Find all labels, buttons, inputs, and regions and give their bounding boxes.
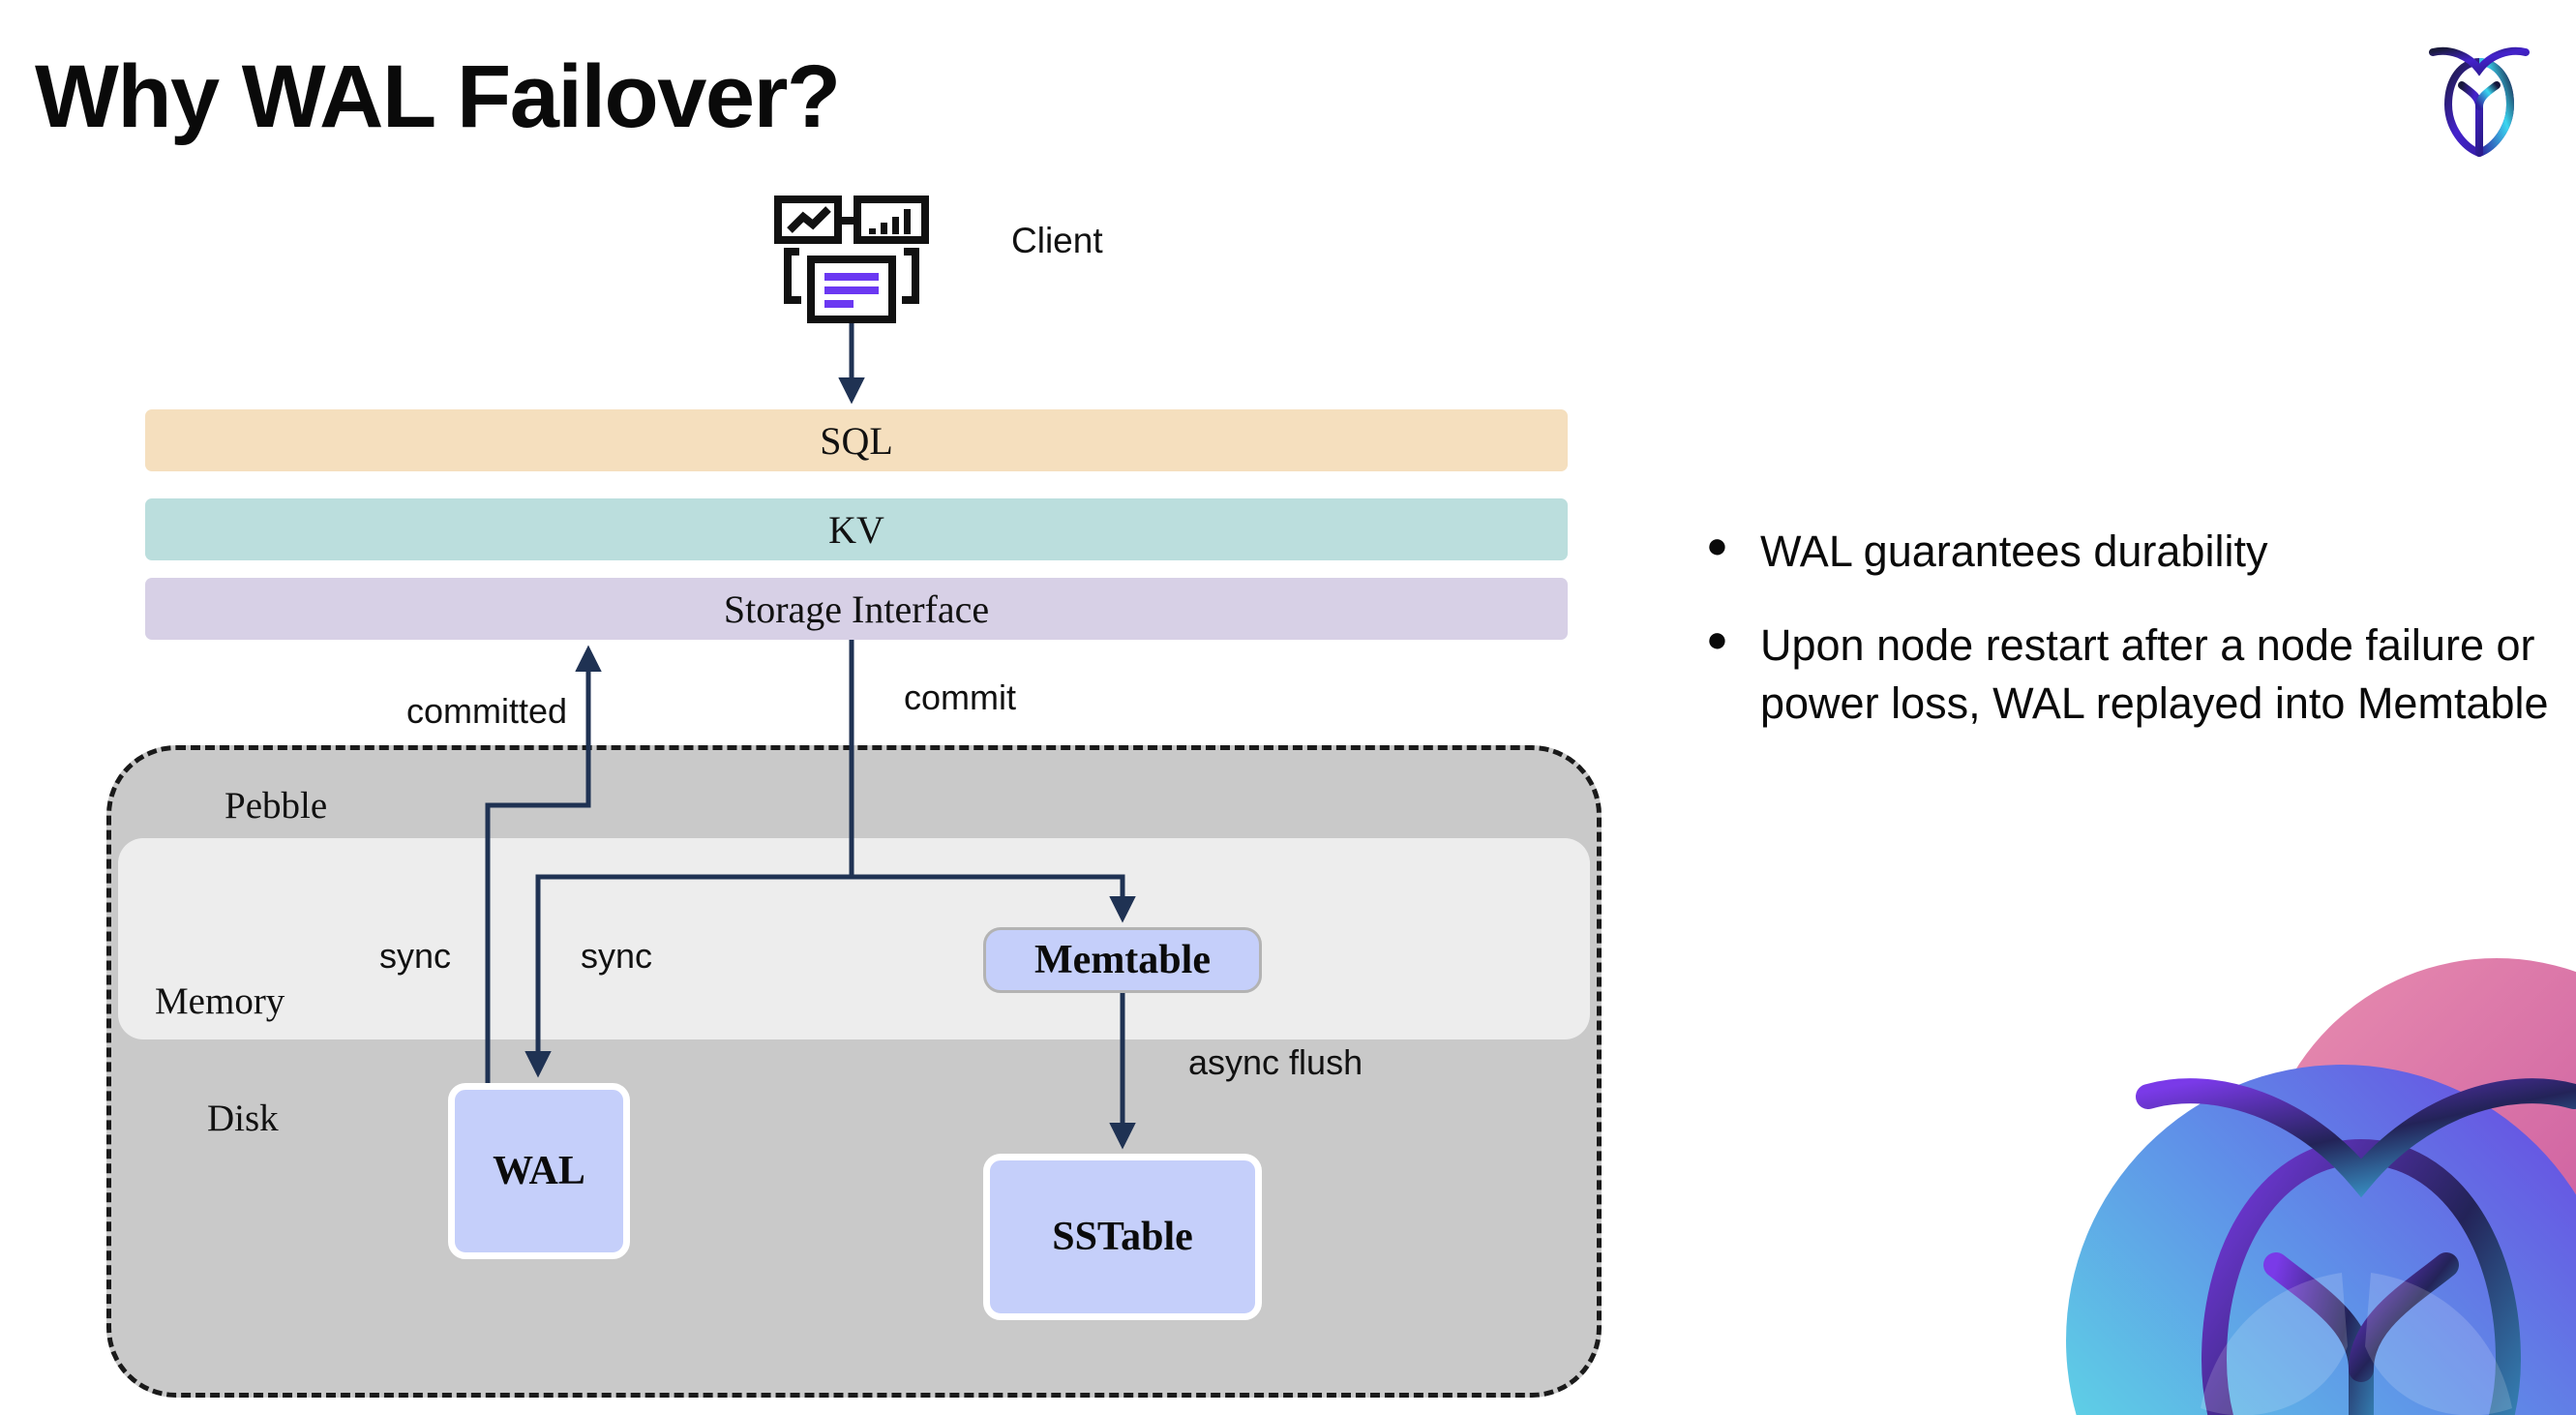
node-memtable[interactable]: Memtable — [983, 927, 1262, 993]
memory-label: Memory — [155, 980, 285, 1022]
cockroach-logo-icon — [2411, 27, 2547, 163]
pebble-label: Pebble — [225, 785, 328, 827]
client-label: Client — [1011, 221, 1103, 260]
bullet-list: ● WAL guarantees durability ● Upon node … — [1698, 523, 2550, 768]
page-title: Why WAL Failover? — [35, 47, 841, 146]
node-sstable[interactable]: SSTable — [983, 1154, 1262, 1320]
edge-label-sync-left: sync — [379, 936, 452, 976]
edge-label-commit: commit — [904, 677, 1016, 717]
list-item: ● WAL guarantees durability — [1698, 523, 2550, 580]
bullet-marker-icon: ● — [1706, 619, 1728, 661]
layer-bar-kv[interactable]: KV — [145, 498, 1568, 560]
bullet-text: WAL guarantees durability — [1760, 527, 2268, 576]
architecture-diagram: Client SQL KV Storage Interface Pebble M… — [106, 196, 1602, 1398]
bullet-marker-icon: ● — [1706, 526, 1728, 566]
list-item: ● Upon node restart after a node failure… — [1698, 617, 2550, 732]
edge-label-committed: committed — [406, 691, 568, 731]
layer-bar-sql[interactable]: SQL — [145, 409, 1568, 471]
layer-bar-storage[interactable]: Storage Interface — [145, 578, 1568, 640]
edge-label-async-flush: async flush — [1188, 1042, 1363, 1082]
client-dashboard-icon — [774, 196, 929, 331]
cockroach-logo-watermark-icon — [1955, 924, 2576, 1415]
bullet-text: Upon node restart after a node failure o… — [1760, 620, 2549, 728]
memory-region — [118, 838, 1590, 1039]
node-wal[interactable]: WAL — [448, 1083, 630, 1259]
disk-label: Disk — [207, 1098, 279, 1139]
edge-label-sync-right: sync — [581, 936, 653, 976]
